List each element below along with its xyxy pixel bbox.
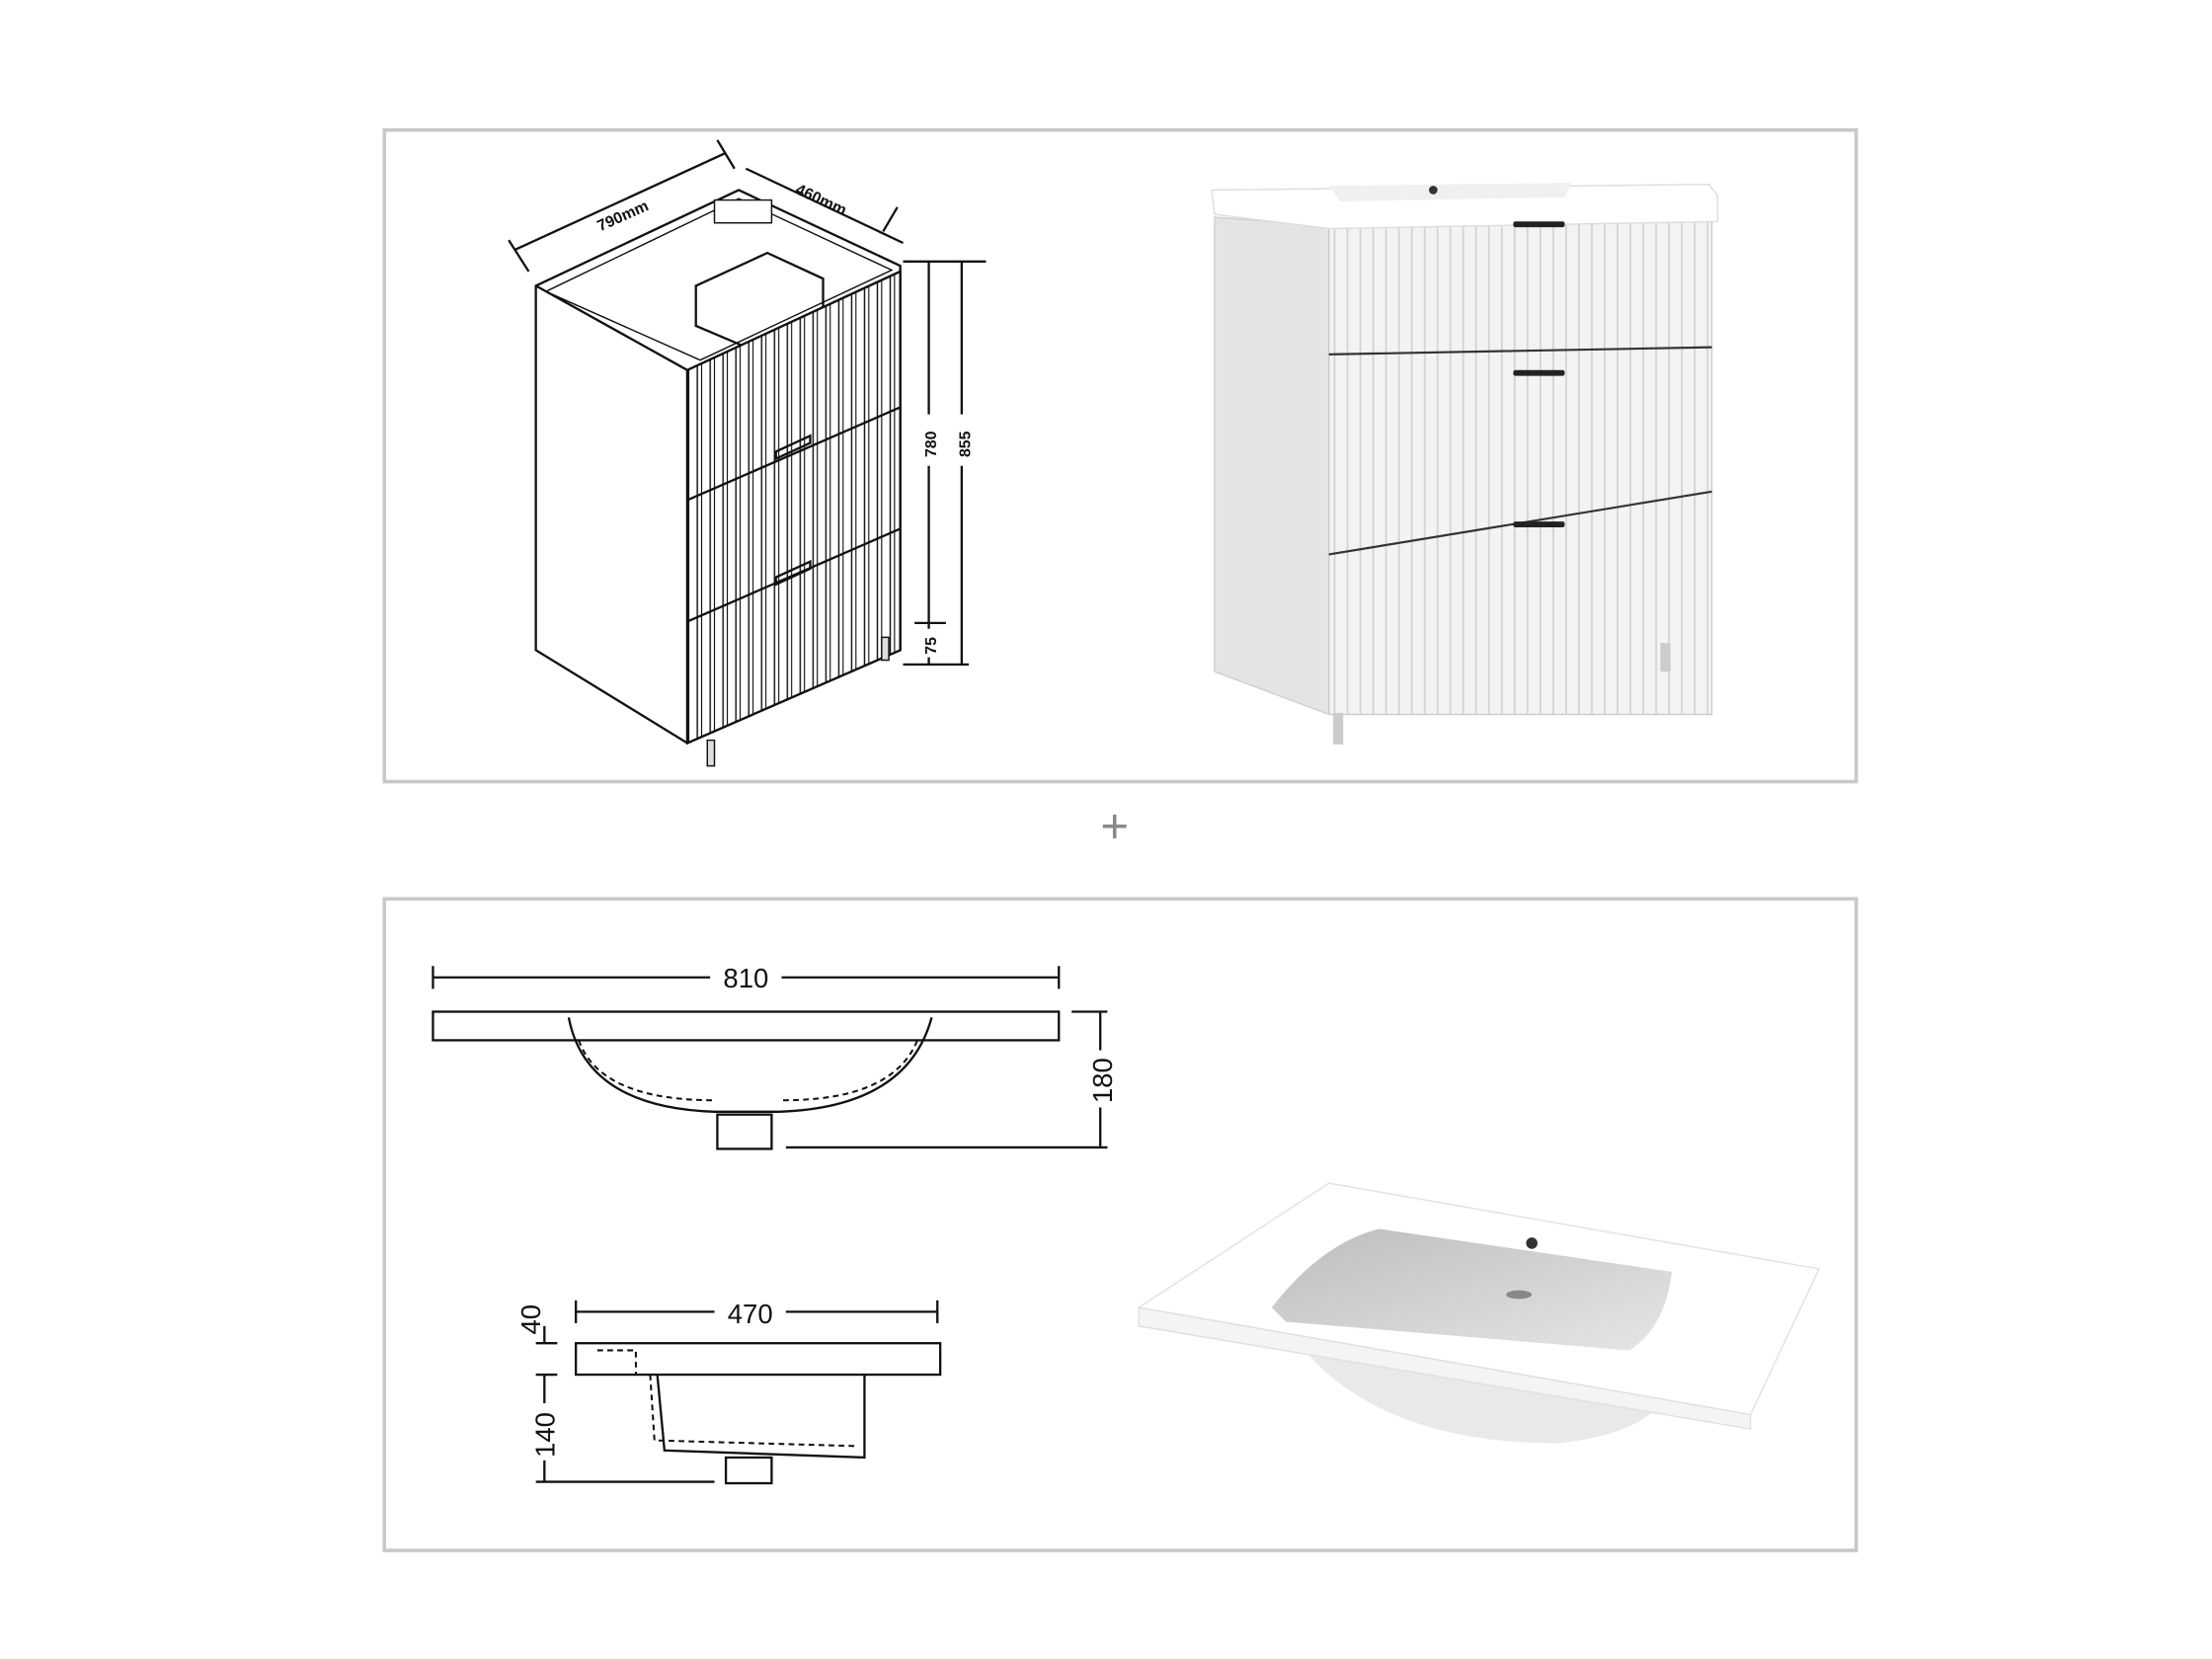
total-height-label: 855 bbox=[958, 431, 975, 457]
cabinet-line-drawing: 790mm 460mm 780 855 75 bbox=[508, 139, 987, 767]
body-height-label: 780 bbox=[923, 431, 940, 457]
top-thickness-label: 40 bbox=[515, 1304, 546, 1335]
basin-front-view: 810 180 bbox=[432, 957, 1118, 1150]
basin-height-label: 180 bbox=[1087, 1058, 1118, 1103]
bowl-depth-label: 140 bbox=[529, 1412, 560, 1458]
basin-depth-label: 470 bbox=[728, 1299, 773, 1329]
basin-panel-frame bbox=[382, 897, 1858, 1552]
basin-render bbox=[1137, 1182, 1821, 1444]
plus-separator: + bbox=[1100, 800, 1129, 854]
basin-side-view: 470 40 140 bbox=[515, 1292, 942, 1485]
leg-height-label: 75 bbox=[923, 637, 940, 655]
basin-width-label: 810 bbox=[723, 963, 768, 993]
cabinet-render bbox=[1211, 183, 1719, 745]
